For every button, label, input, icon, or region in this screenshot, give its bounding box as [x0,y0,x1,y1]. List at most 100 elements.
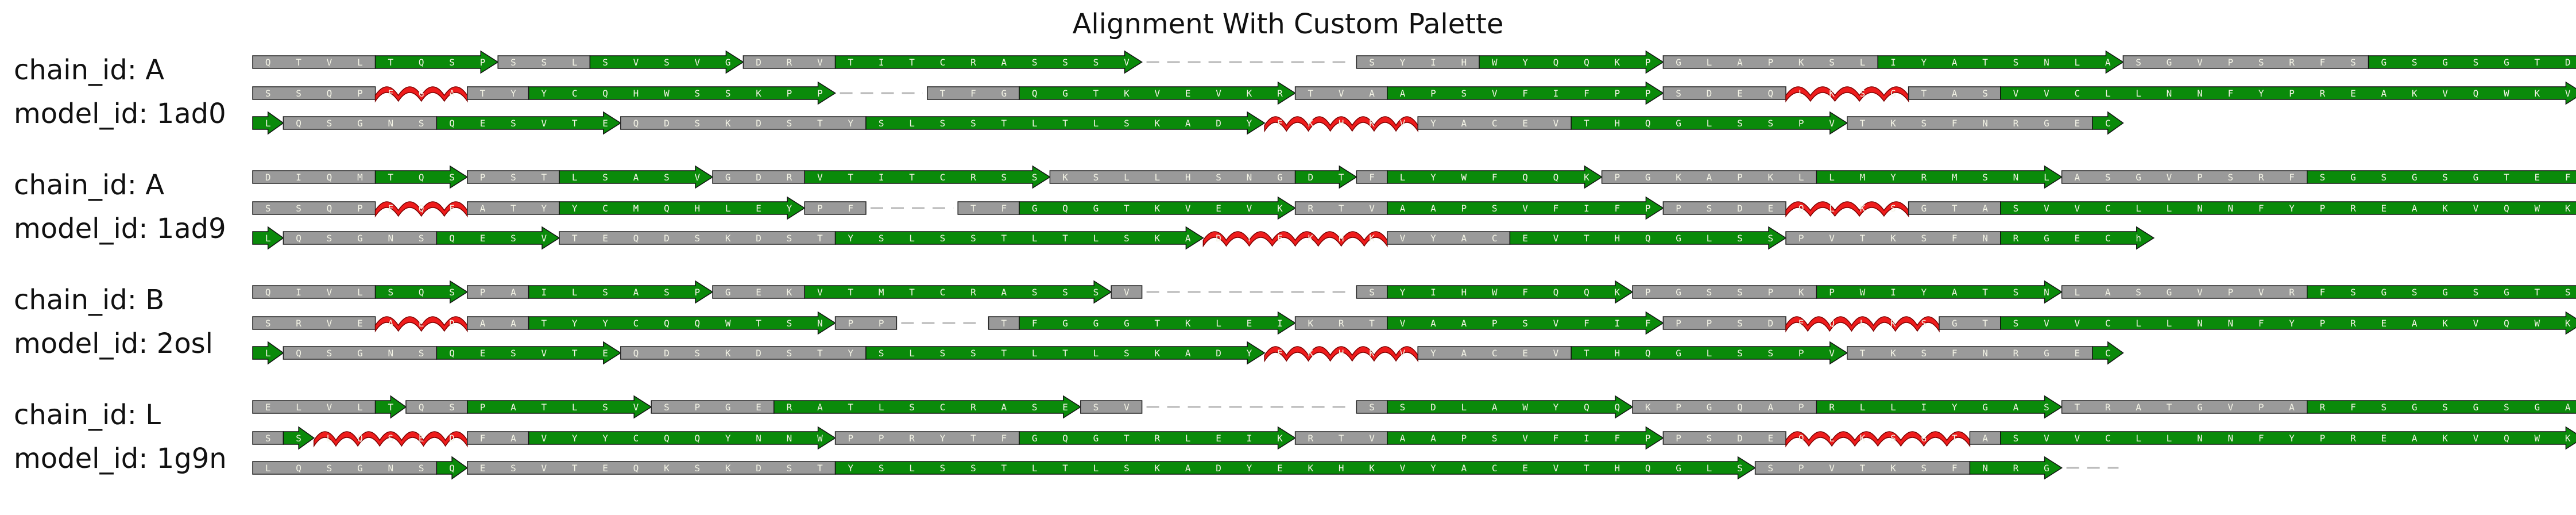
residue-letter: Q [633,348,639,359]
residue-letter: Y [848,348,853,359]
residue-letter: A [1982,203,1988,214]
residue-letter: V [2167,172,2172,183]
residue-letter: L [879,402,884,413]
model-label: model_id: 1g9n [14,443,227,475]
residue-letter: Q [1829,318,1835,329]
residue-letter: T [510,203,516,214]
helix-ribbon [1785,316,1940,333]
residue-letter: Q [265,287,271,298]
residue-letter: R [2350,433,2356,444]
strand-arrow [834,456,1757,480]
residue-letter: L [1093,463,1099,474]
residue-letter: P [1676,203,1681,214]
residue-letter: V [541,348,547,359]
residue-letter: P [1492,318,1498,329]
residue-letter: T [817,118,823,129]
residue-letter: T [1860,118,1866,129]
residue-letter: F [1584,318,1589,329]
residue-letter: S [940,463,946,474]
residue-letter: R [787,402,792,413]
residue-letter: N [1982,348,1988,359]
residue-letter: G [725,402,731,413]
residue-letter: T [572,348,578,359]
residue-letter: R [1339,318,1344,329]
residue-letter: Q [1584,402,1589,413]
residue-letter: V [2074,433,2080,444]
residue-letter: V [1553,463,1559,474]
residue-letter: K [1798,57,1804,68]
residue-letter: W [1492,57,1498,68]
residue-letter: L [1707,463,1712,474]
residue-letter: H [1185,172,1191,183]
residue-letter: P [480,172,486,183]
strand-arrow [1816,395,2063,419]
residue-letter: S [1767,118,1773,129]
helix-ribbon [1264,116,1418,133]
residue-letter: T [2167,402,2172,413]
residue-letter: V [541,463,547,474]
residue-letter: V [2074,318,2080,329]
residue-letter: N [2013,172,2019,183]
residue-letter: K [1584,172,1589,183]
residue-letter: K [1185,318,1191,329]
residue-letter: K [1277,203,1283,214]
coil-segment [252,201,376,215]
residue-letter: E [2074,233,2080,244]
residue-letter: A [1185,463,1191,474]
residue-letter: S [694,233,700,244]
residue-letter: Q [1032,88,1038,99]
residue-letter: P [2320,318,2326,329]
residue-letter: T [909,57,915,68]
residue-letter: A [510,287,516,298]
helix-ribbon [314,431,468,448]
residue-letter: T [1062,463,1068,474]
residue-letter: T [817,463,823,474]
residue-letter: L [1093,348,1099,359]
residue-letter: W [1522,402,1528,413]
residue-letter: T [848,402,853,413]
residue-letter: L [2136,318,2141,329]
residue-letter: T [2504,172,2509,183]
residue-letter: M [633,203,639,214]
residue-letter: T [541,402,547,413]
residue-letter: Q [602,88,608,99]
residue-letter: I [1430,287,1436,298]
residue-letter: P [1798,463,1804,474]
residue-letter: D [756,118,761,129]
residue-letter: P [1707,318,1712,329]
residue-letter: S [970,463,976,474]
residue-letter: T [1860,463,1866,474]
residue-letter: E [2381,318,2387,329]
residue-letter: G [1277,172,1283,183]
residue-letter: T [1339,203,1344,214]
residue-letter: S [388,287,393,298]
residue-letter: E [756,402,761,413]
helix-ribbon [1785,431,1971,448]
residue-letter: K [2442,318,2448,329]
residue-letter: S [879,348,884,359]
residue-letter: T [1369,318,1375,329]
residue-letter: S [1032,287,1038,298]
residue-letter: T [388,402,393,413]
residue-letter: Y [787,203,792,214]
residue-letter: P [1798,402,1804,413]
residue-letter: Q [327,172,332,183]
strand-arrow [1019,81,1297,105]
residue-letter: Q [664,433,670,444]
residue-letter: C [2105,348,2111,359]
strand-arrow [834,226,1204,250]
chart-title: Alignment With Custom Palette [1072,8,1504,40]
strand-arrow [374,50,499,74]
residue-letter: W [2504,88,2509,99]
residue-letter: T [2074,402,2080,413]
residue-letter: A [1400,203,1406,214]
residue-letter: K [1154,233,1160,244]
residue-letter: S [1737,463,1743,474]
residue-letter: N [1247,172,1252,183]
residue-letter: Y [1400,287,1406,298]
residue-letter: C [633,318,639,329]
residue-letter: G [2044,233,2049,244]
residue-letter: N [2227,318,2233,329]
residue-letter: G [1982,402,1988,413]
